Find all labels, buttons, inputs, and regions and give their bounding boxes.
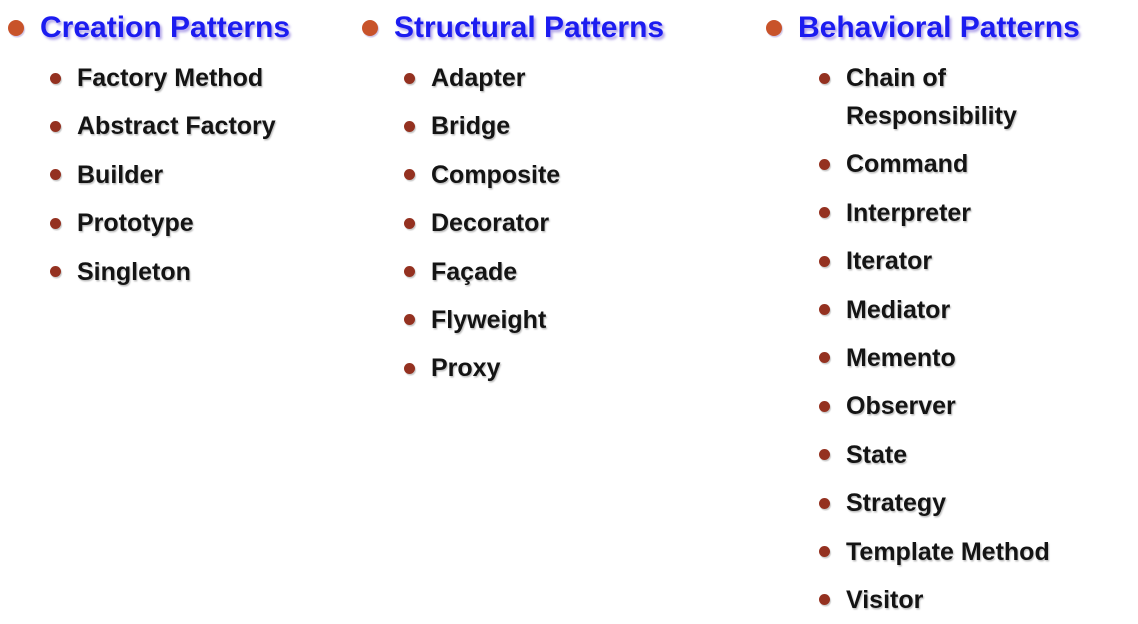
behavioral-patterns-heading: Behavioral Patterns xyxy=(766,8,1116,48)
structural-patterns-heading: Structural Patterns xyxy=(362,8,702,48)
creation-patterns-column: Creation Patterns Factory Method Abstrac… xyxy=(8,0,348,301)
bullet-icon xyxy=(819,352,830,364)
list-item: Façade xyxy=(362,253,702,291)
list-item: Template Method xyxy=(766,533,1116,571)
column-title: Structural Patterns xyxy=(394,11,665,44)
creation-patterns-heading: Creation Patterns xyxy=(8,8,348,48)
bullet-icon xyxy=(404,120,415,132)
list-item: Flyweight xyxy=(362,301,702,339)
list-item: State xyxy=(766,436,1116,474)
pattern-name: Observer xyxy=(846,392,956,421)
bullet-icon xyxy=(819,594,830,606)
behavioral-patterns-column: Behavioral Patterns Chain of Responsibil… xyxy=(766,0,1116,624)
list-item: Abstract Factory xyxy=(8,107,348,145)
pattern-name: Bridge xyxy=(431,112,511,141)
bullet-icon xyxy=(819,546,830,558)
list-item: Command xyxy=(766,145,1116,183)
bullet-icon xyxy=(404,362,415,374)
pattern-name: Proxy xyxy=(431,354,501,383)
bullet-icon xyxy=(819,400,830,412)
bullet-icon xyxy=(50,120,61,132)
bullet-icon xyxy=(404,169,415,181)
bullet-icon xyxy=(50,217,61,229)
pattern-name: Composite xyxy=(431,160,561,189)
bullet-icon xyxy=(819,497,830,509)
pattern-name: Abstract Factory xyxy=(77,112,276,141)
list-item: Interpreter xyxy=(766,194,1116,232)
list-item: Visitor xyxy=(766,581,1116,619)
column-title: Creation Patterns xyxy=(40,11,291,44)
pattern-name: Mediator xyxy=(846,295,951,324)
pattern-name: Iterator xyxy=(846,247,933,276)
pattern-name: Factory Method xyxy=(77,64,264,92)
bullet-icon xyxy=(50,169,61,181)
pattern-name: Interpreter xyxy=(846,198,972,227)
pattern-name: Strategy xyxy=(846,489,947,518)
list-item: Observer xyxy=(766,387,1116,425)
pattern-name: Visitor xyxy=(846,585,924,614)
bullet-icon xyxy=(766,20,782,36)
list-item: Decorator xyxy=(362,204,702,242)
list-item: Iterator xyxy=(766,242,1116,280)
pattern-name: Template Method xyxy=(846,537,1050,566)
structural-patterns-column: Structural Patterns Adapter Bridge Compo… xyxy=(362,0,702,398)
bullet-icon xyxy=(404,266,415,278)
pattern-name: Flyweight xyxy=(431,305,547,334)
list-item: Builder xyxy=(8,156,348,194)
column-title: Behavioral Patterns xyxy=(798,11,1080,44)
bullet-icon xyxy=(8,20,24,36)
list-item: Prototype xyxy=(8,204,348,242)
pattern-name: Prototype xyxy=(77,209,194,238)
bullet-icon xyxy=(819,158,830,170)
bullet-icon xyxy=(819,207,830,219)
pattern-name: Decorator xyxy=(431,209,550,238)
list-item: Composite xyxy=(362,156,702,194)
bullet-icon xyxy=(404,72,415,84)
list-item: Factory Method xyxy=(8,59,348,97)
list-item: Bridge xyxy=(362,107,702,145)
pattern-name: Builder xyxy=(77,160,164,189)
pattern-name: State xyxy=(846,440,908,469)
pattern-name: Chain of Responsibility xyxy=(846,64,1017,130)
list-item: Strategy xyxy=(766,484,1116,522)
bullet-icon xyxy=(819,304,830,316)
list-item: Chain of Responsibility xyxy=(766,59,1116,135)
bullet-icon xyxy=(50,72,61,84)
list-item: Memento xyxy=(766,339,1116,377)
pattern-name: Façade xyxy=(431,257,518,286)
pattern-name: Command xyxy=(846,150,969,179)
bullet-icon xyxy=(819,255,830,267)
pattern-name: Adapter xyxy=(431,64,526,92)
list-item: Mediator xyxy=(766,291,1116,329)
bullet-icon xyxy=(50,266,61,278)
bullet-icon xyxy=(404,314,415,326)
bullet-icon xyxy=(404,217,415,229)
bullet-icon xyxy=(362,20,378,36)
structural-patterns-list: Adapter Bridge Composite Decorator Façad… xyxy=(362,59,702,387)
list-item: Singleton xyxy=(8,253,348,291)
bullet-icon xyxy=(819,449,830,461)
pattern-name: Singleton xyxy=(77,257,191,286)
list-item: Adapter xyxy=(362,59,702,97)
pattern-name: Memento xyxy=(846,343,956,372)
behavioral-patterns-list: Chain of Responsibility Command Interpre… xyxy=(766,59,1116,619)
list-item: Proxy xyxy=(362,349,702,387)
creation-patterns-list: Factory Method Abstract Factory Builder … xyxy=(8,59,348,291)
bullet-icon xyxy=(819,72,830,84)
